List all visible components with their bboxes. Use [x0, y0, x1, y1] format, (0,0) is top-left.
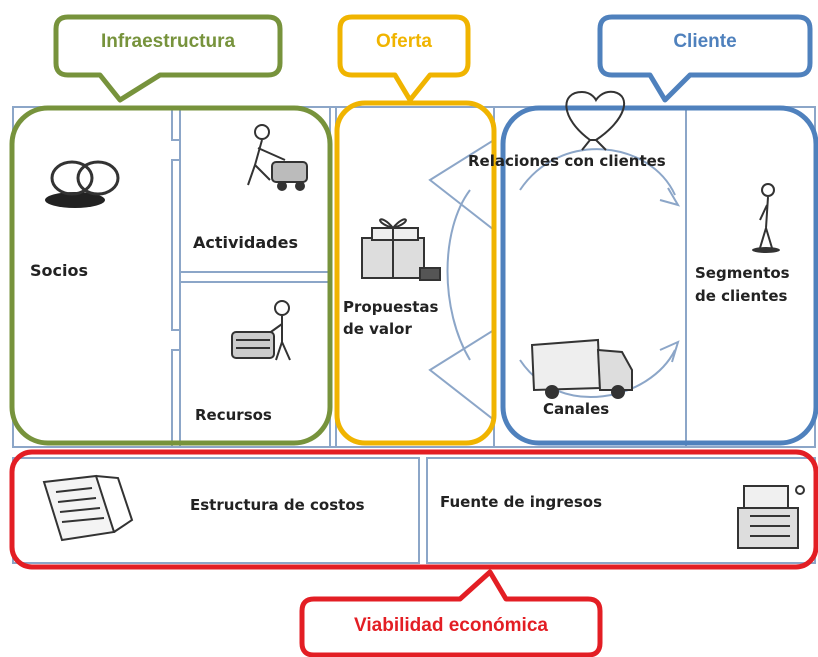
cliente-frame [500, 105, 818, 446]
segmentos-label-line2: de clientes [695, 287, 788, 305]
segmentos-label-line1: Segmentos [695, 264, 790, 282]
heart-icon [565, 90, 625, 151]
infraestructura-label: Infraestructura [100, 31, 236, 52]
cliente-label: Cliente [673, 31, 737, 52]
actividades-label: Actividades [193, 233, 298, 252]
gift-box-icon [361, 218, 441, 281]
person-pushing-cart-icon [247, 124, 308, 191]
infraestructura-callout [53, 14, 283, 103]
infraestructura-frame [9, 105, 333, 446]
cliente-callout [597, 14, 813, 103]
costos-label: Estructura de costos [190, 496, 365, 514]
socios-label: Socios [30, 261, 88, 280]
receipt-paper-icon [42, 474, 134, 542]
recursos-label: Recursos [195, 406, 272, 424]
delivery-truck-icon [530, 338, 633, 399]
oferta-frame [334, 100, 497, 446]
propuestas-label-line2: de valor [343, 320, 412, 338]
oferta-callout [337, 14, 471, 103]
canvas-grid [12, 106, 816, 564]
flow-arrows [446, 148, 681, 398]
linked-rings-icon [45, 160, 120, 208]
ingresos-label: Fuente de ingresos [440, 493, 603, 511]
person-with-machine-icon [231, 300, 291, 361]
viabilidad-frame [9, 449, 818, 570]
standing-person-icon [752, 183, 780, 253]
propuestas-label-line1: Propuestas [343, 298, 439, 316]
cash-register-icon [737, 485, 805, 549]
oferta-label: Oferta [376, 31, 432, 52]
viabilidad-label: Viabilidad económica [354, 615, 548, 636]
canales-label: Canales [543, 400, 610, 418]
relaciones-label: Relaciones con clientes [468, 152, 666, 170]
viabilidad-callout [299, 569, 603, 657]
